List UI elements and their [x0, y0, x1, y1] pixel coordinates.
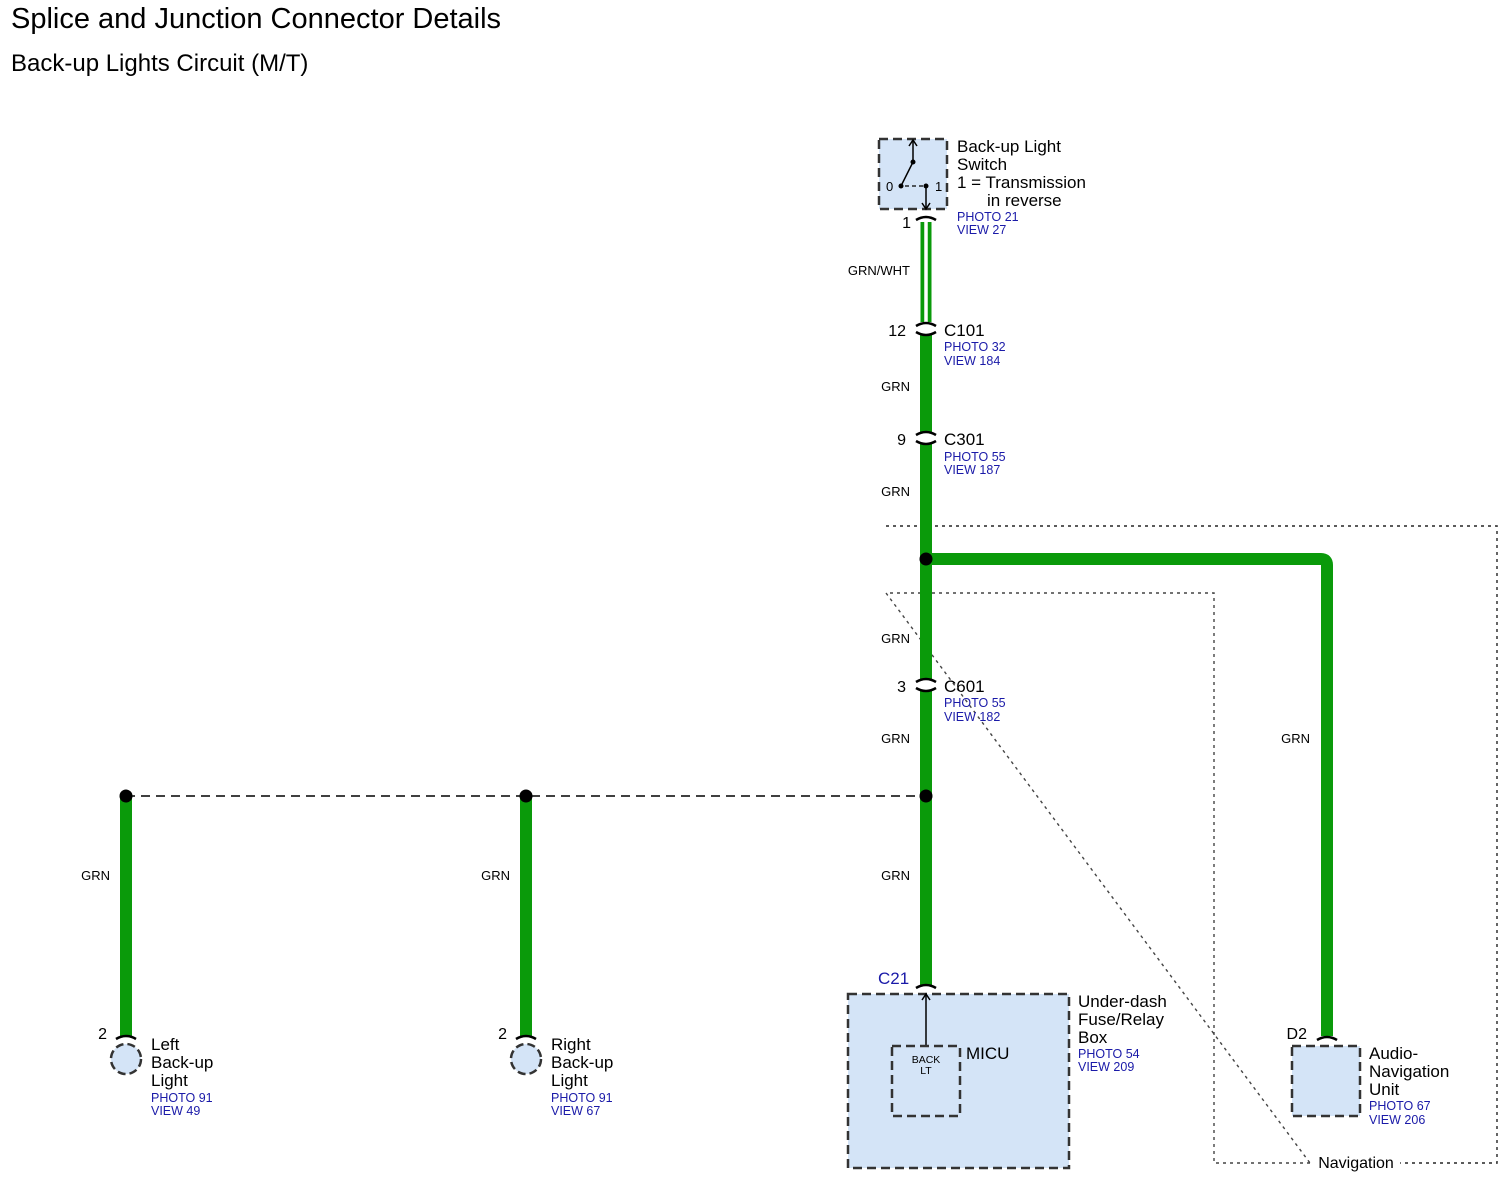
splice-point — [119, 789, 133, 803]
wire-label-grn: GRN — [881, 631, 910, 646]
micu-input-arrow — [921, 992, 931, 1001]
svg-text:0: 0 — [886, 179, 893, 194]
switch-connector-cap — [915, 215, 937, 222]
nav-view-link[interactable]: VIEW 206 — [1369, 1113, 1425, 1127]
c21-connector-cap — [915, 983, 937, 990]
left-light-view-link[interactable]: VIEW 49 — [151, 1104, 200, 1118]
right-light-name-line1: Right — [551, 1035, 591, 1054]
wire-label-grn: GRN — [881, 731, 910, 746]
c101-name: C101 — [944, 321, 985, 340]
left-light-photo-link[interactable]: PHOTO 91 — [151, 1091, 213, 1105]
micu-back-lt-terminal — [890, 1044, 962, 1118]
c601-pin-label: 3 — [897, 679, 906, 696]
fuse-box-view-link[interactable]: VIEW 209 — [1078, 1060, 1134, 1074]
splice-point — [919, 552, 933, 566]
fuse-box-name-line3: Box — [1078, 1028, 1108, 1047]
c601-view-link[interactable]: VIEW 182 — [944, 710, 1000, 724]
c21-connector-label: C21 — [878, 969, 909, 988]
switch-name-line1: Back-up Light — [957, 137, 1061, 156]
right-light-pin-label: 2 — [498, 1026, 507, 1043]
nav-photo-link[interactable]: PHOTO 67 — [1369, 1099, 1431, 1113]
nav-connector-cap — [1316, 1035, 1338, 1042]
splice-point — [919, 789, 933, 803]
c101-pin-label: 12 — [888, 323, 906, 340]
page-subtitle: Back-up Lights Circuit (M/T) — [11, 50, 309, 77]
switch-name-line2: Switch — [957, 155, 1007, 174]
page-title: Splice and Junction Connector Details — [11, 3, 502, 35]
fuse-box-name-line1: Under-dash — [1078, 992, 1167, 1011]
fuse-box-photo-link[interactable]: PHOTO 54 — [1078, 1047, 1140, 1061]
left-light-name-line2: Back-up — [151, 1053, 213, 1072]
c301-view-link[interactable]: VIEW 187 — [944, 463, 1000, 477]
back-lt-line2: LT — [920, 1065, 932, 1077]
navigation-region-label: Navigation — [1318, 1155, 1394, 1172]
navigation-region-boundary — [884, 525, 1498, 1164]
wire-label-grn-wht: GRN/WHT — [848, 263, 910, 278]
c601-name: C601 — [944, 677, 985, 696]
micu-label: MICU — [966, 1044, 1009, 1063]
c101-view-link[interactable]: VIEW 184 — [944, 354, 1000, 368]
right-light-name-line2: Back-up — [551, 1053, 613, 1072]
left-light-name-line3: Light — [151, 1071, 188, 1090]
wire-label-grn: GRN — [881, 379, 910, 394]
c301-name: C301 — [944, 430, 985, 449]
backup-light-switch: 0 1 — [877, 137, 949, 211]
nav-name-line1: Audio- — [1369, 1044, 1418, 1063]
connector-c101 — [915, 321, 937, 337]
switch-photo-link[interactable]: PHOTO 21 — [957, 210, 1019, 224]
back-lt-line1: BACK — [912, 1054, 941, 1066]
c101-photo-link[interactable]: PHOTO 32 — [944, 340, 1006, 354]
wire-label-grn: GRN — [1281, 731, 1310, 746]
connector-c601 — [915, 677, 937, 693]
right-backup-light-bulb — [509, 1042, 543, 1076]
left-light-name-line1: Left — [151, 1035, 180, 1054]
c601-photo-link[interactable]: PHOTO 55 — [944, 696, 1006, 710]
left-backup-light-bulb — [109, 1042, 143, 1076]
connector-c301 — [915, 430, 937, 446]
switch-pin-label: 1 — [902, 215, 911, 232]
right-light-photo-link[interactable]: PHOTO 91 — [551, 1091, 613, 1105]
c301-pin-label: 9 — [897, 432, 906, 449]
wire-grn-navigation — [926, 553, 1333, 1036]
c301-photo-link[interactable]: PHOTO 55 — [944, 450, 1006, 464]
fuse-box-name-line2: Fuse/Relay — [1078, 1010, 1164, 1029]
nav-pin-label: D2 — [1287, 1026, 1308, 1043]
switch-desc-line1: 1 = Transmission — [957, 173, 1086, 192]
right-light-view-link[interactable]: VIEW 67 — [551, 1104, 600, 1118]
left-light-pin-label: 2 — [98, 1026, 107, 1043]
nav-name-line2: Navigation — [1369, 1062, 1449, 1081]
right-light-connector-cap — [515, 1034, 537, 1041]
wire-label-grn: GRN — [481, 868, 510, 883]
wire-label-grn: GRN — [881, 868, 910, 883]
nav-name-line3: Unit — [1369, 1080, 1400, 1099]
left-light-connector-cap — [115, 1034, 137, 1041]
wire-label-grn: GRN — [81, 868, 110, 883]
switch-desc-line2: in reverse — [987, 191, 1062, 210]
splice-point — [519, 789, 533, 803]
switch-view-link[interactable]: VIEW 27 — [957, 223, 1006, 237]
svg-text:1: 1 — [935, 179, 942, 194]
right-light-name-line3: Light — [551, 1071, 588, 1090]
wire-label-grn: GRN — [881, 484, 910, 499]
audio-navigation-unit — [1290, 1044, 1362, 1118]
